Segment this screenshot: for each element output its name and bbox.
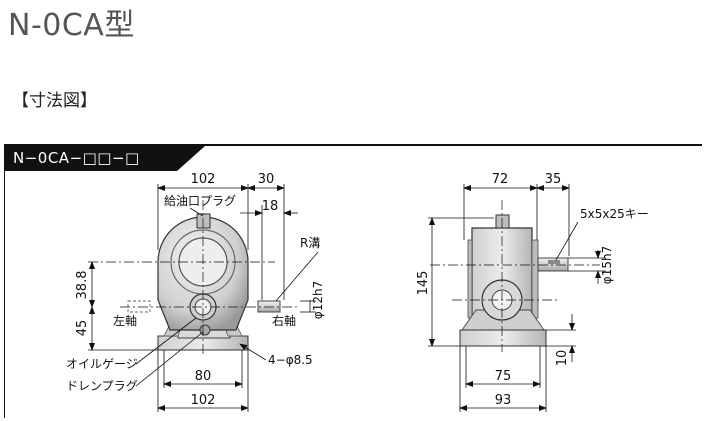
- label-front-shaft-dia: φ12h7: [311, 281, 325, 319]
- dim-front-shaft-ext: 30: [258, 172, 275, 187]
- model-tab-label: N−0CA−□□−□: [13, 149, 140, 167]
- section-title: 【寸法図】: [12, 91, 97, 111]
- label-drain-plug: ドレンプラグ: [66, 379, 138, 393]
- label-side-shaft-dia: φ15h7: [600, 246, 614, 284]
- model-tab: N−0CA−□□−□: [5, 146, 205, 171]
- dim-side-base-height: 10: [555, 350, 570, 367]
- label-holes: 4−φ8.5: [268, 353, 313, 367]
- dim-side-base-width: 93: [495, 393, 512, 408]
- side-flange-left: [467, 239, 473, 319]
- left-shaft: [127, 300, 151, 313]
- right-shaft: [257, 300, 281, 313]
- label-left-shaft: 左軸: [113, 313, 137, 328]
- side-view: 72 35 5x5x25キー φ15h7 145 10 75 93: [416, 172, 649, 412]
- dim-side-shaft-ext: 35: [545, 172, 562, 187]
- oil-plug-icon: [196, 213, 211, 229]
- side-output-shaft: [537, 257, 569, 272]
- dim-side-foot-pitch: 75: [495, 369, 512, 384]
- drawing-frame: N−0CA−□□−□: [4, 144, 702, 418]
- front-view: 102 30 18 給油口プラグ 38.8 45 左軸 R溝 右軸 φ12h7 …: [66, 172, 325, 412]
- side-flange-right: [531, 239, 539, 319]
- side-base: [459, 329, 547, 347]
- page-title: N-0CA型: [8, 8, 135, 43]
- label-oil-gauge: オイルゲージ: [66, 357, 138, 371]
- label-r-groove: R溝: [300, 236, 320, 250]
- label-right-shaft: 右軸: [272, 313, 296, 328]
- dim-front-base-width: 102: [191, 393, 216, 408]
- label-key: 5x5x25キー: [580, 207, 649, 221]
- label-oil-plug: 給油口プラグ: [164, 194, 236, 208]
- dim-side-width-left: 72: [492, 172, 509, 187]
- dim-front-height-upper: 38.8: [75, 271, 90, 300]
- dim-front-height-lower: 45: [75, 320, 90, 337]
- dim-front-width-top: 102: [191, 172, 216, 187]
- side-key: [548, 260, 560, 264]
- dim-front-key-len: 18: [262, 199, 279, 214]
- side-oil-plug-icon: [495, 214, 510, 229]
- dim-side-total-height: 145: [416, 271, 431, 296]
- dim-front-foot-pitch: 80: [195, 369, 212, 384]
